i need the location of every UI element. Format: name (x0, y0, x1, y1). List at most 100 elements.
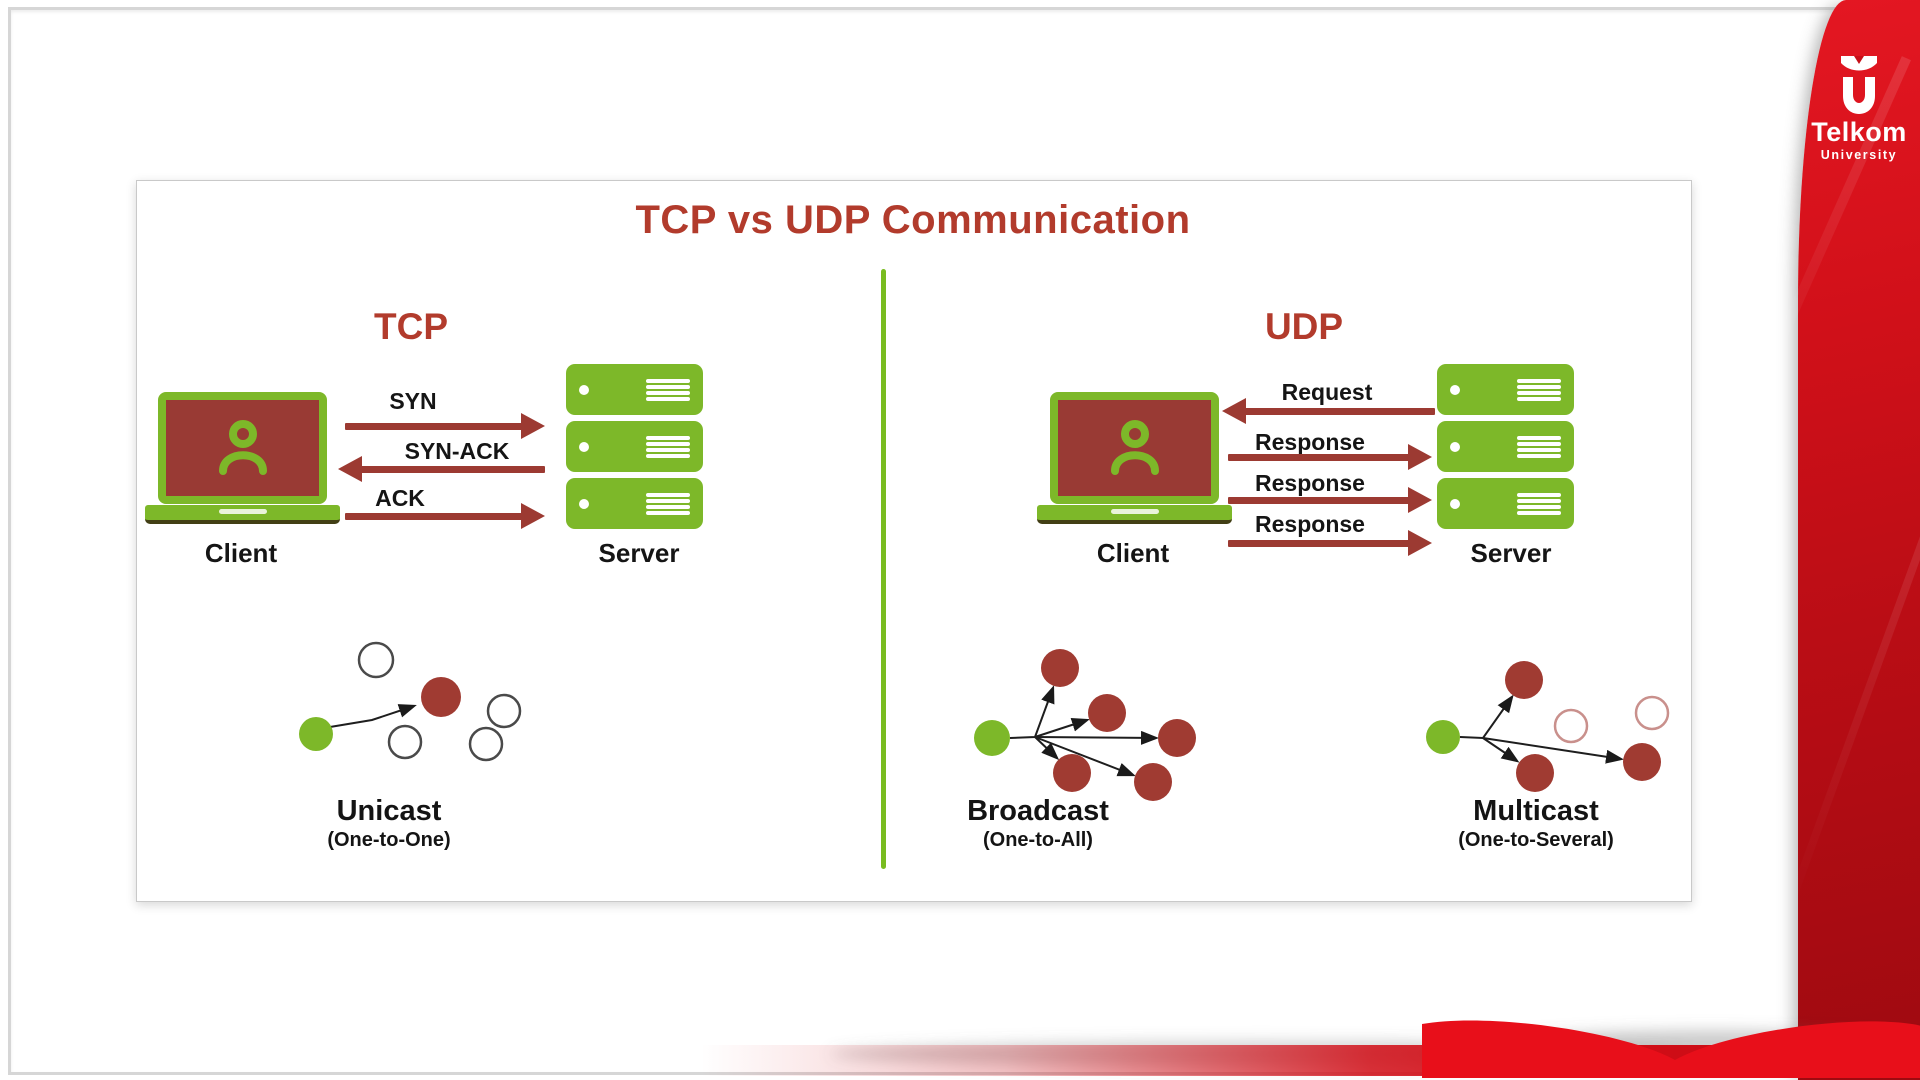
idle-node (387, 724, 423, 760)
receiver-node (1088, 694, 1126, 732)
server-vents (1517, 491, 1561, 517)
arrowhead-left-icon (1222, 398, 1246, 424)
laptop-screen (158, 392, 327, 504)
server-led (579, 384, 589, 395)
tcp-arrow-ack (345, 503, 545, 529)
udp-msg-label-response-2: Response (1255, 470, 1365, 496)
server-vents (1517, 377, 1561, 403)
receiver-node (1041, 649, 1079, 687)
tcp-msg-label-ack: ACK (375, 485, 425, 511)
server-unit (566, 364, 703, 415)
logo-title: Telkom (1811, 117, 1907, 147)
server-vents (1517, 434, 1561, 460)
laptop-base (145, 505, 340, 524)
udp-client-icon (1037, 392, 1232, 532)
tcp-server-icon (566, 364, 703, 529)
laptop-screen (1050, 392, 1219, 504)
broadcast-edge (1034, 718, 1090, 738)
tcp-server-label: Server (598, 538, 680, 568)
logo-subtitle: University (1820, 148, 1898, 162)
udp-msg-label-response-1: Response (1255, 429, 1365, 455)
udp-msg-label-request: Request (1281, 379, 1373, 405)
udp-heading: UDP (1264, 306, 1344, 347)
bottom-ribbon (700, 1020, 1920, 1078)
udp-client-label: Client (1096, 538, 1170, 568)
multicast-sublabel: (One-to-Several) (1458, 829, 1614, 851)
sender-node (1426, 720, 1460, 754)
server-led (1450, 441, 1460, 452)
broadcast-diagram (974, 649, 1196, 801)
server-unit (1437, 364, 1574, 415)
receiver-node (1053, 754, 1091, 792)
arrowhead-right-icon (1408, 444, 1432, 470)
unicast-sublabel: (One-to-One) (327, 829, 451, 851)
sender-node (299, 717, 333, 751)
arrowhead-right-icon (521, 503, 545, 529)
server-vents (646, 377, 690, 403)
tcp-arrow-syn (345, 413, 545, 439)
broadcast-edge (1034, 736, 1060, 761)
udp-server-label: Server (1470, 538, 1552, 568)
idle-node (468, 726, 504, 762)
person-icon (1110, 420, 1159, 475)
server-vents (646, 491, 690, 517)
idle-node (486, 693, 522, 729)
section-divider (881, 269, 886, 869)
broadcast-edge (1034, 730, 1159, 745)
server-unit (566, 478, 703, 529)
udp-arrow-request (1222, 398, 1435, 424)
server-led (1450, 384, 1460, 395)
tcp-msg-label-syn: SYN (389, 388, 437, 414)
tcp-msg-label-synack: SYN-ACK (404, 438, 510, 464)
unicast-diagram (299, 641, 522, 762)
unicast-label: Unicast (336, 795, 442, 827)
arrowhead-right-icon (1408, 487, 1432, 513)
multicast-edge (1482, 737, 1520, 763)
tcp-arrow-synack (338, 456, 545, 482)
server-unit (1437, 421, 1574, 472)
sender-node (974, 720, 1010, 756)
person-icon (218, 420, 267, 475)
receiver-node (1134, 763, 1172, 801)
multicast-edge (1459, 694, 1514, 740)
page-title: TCP vs UDP Communication (635, 198, 1191, 242)
udp-arrow-response-2 (1228, 487, 1432, 513)
udp-server-icon (1437, 364, 1574, 529)
multicast-diagram (1426, 661, 1670, 792)
receiver-node (1623, 743, 1661, 781)
tcp-client-icon (145, 392, 340, 532)
udp-arrow-response-3 (1228, 530, 1432, 556)
multicast-edge (1482, 737, 1624, 764)
udp-msg-label-response-3: Response (1255, 511, 1365, 537)
server-vents (646, 434, 690, 460)
diagram-panel (136, 180, 1692, 902)
ribbon-book-shape (1422, 1020, 1920, 1078)
receiver-node (1158, 719, 1196, 757)
idle-node (1553, 708, 1589, 744)
brand-band (1731, 0, 1920, 1080)
arrowhead-right-icon (521, 413, 545, 439)
server-unit (1437, 478, 1574, 529)
arrowhead-left-icon (338, 456, 362, 482)
laptop-base (1037, 505, 1232, 524)
udp-arrow-response-1 (1228, 444, 1432, 470)
unicast-edge (323, 704, 417, 729)
telkom-u-icon (1841, 56, 1877, 114)
broadcast-sublabel: (One-to-All) (983, 829, 1093, 851)
laptop-notch (218, 509, 267, 514)
tcp-client-label: Client (204, 538, 278, 568)
multicast-label: Multicast (1473, 795, 1599, 827)
idle-node (1634, 695, 1670, 731)
telkom-university-logo: Telkom University (1798, 56, 1920, 162)
idle-node (357, 641, 395, 679)
broadcast-label: Broadcast (967, 795, 1109, 827)
server-led (579, 441, 589, 452)
laptop-notch (1110, 509, 1159, 514)
band-streak (1779, 434, 1920, 926)
server-unit (566, 421, 703, 472)
broadcast-edge (1034, 736, 1136, 777)
receiver-node (1505, 661, 1543, 699)
server-led (1450, 498, 1460, 509)
broadcast-edge (1009, 685, 1055, 739)
